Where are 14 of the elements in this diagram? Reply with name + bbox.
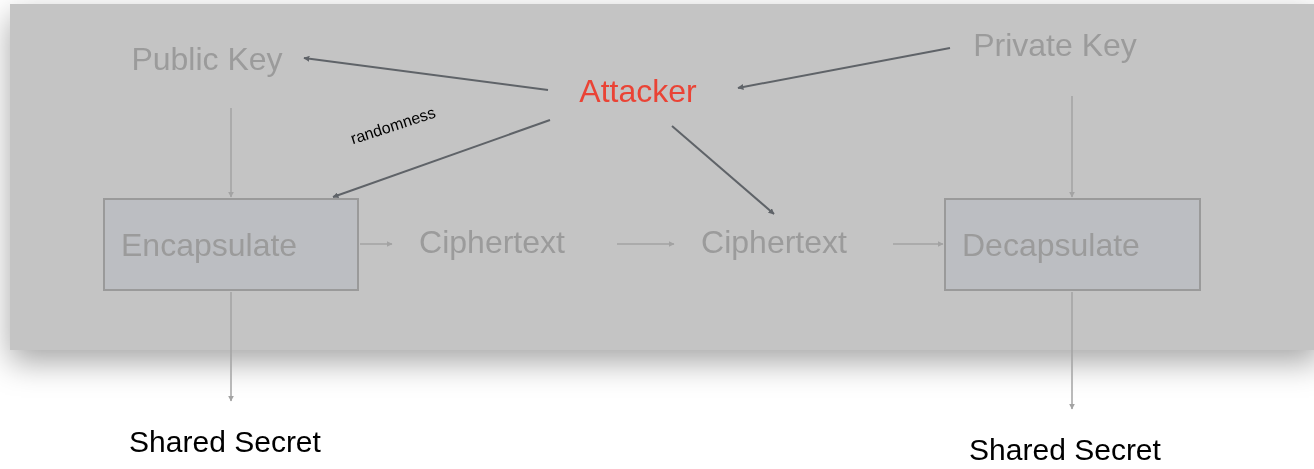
- output-label: Shared Secret: [100, 402, 350, 464]
- arrow: [1069, 291, 1075, 410]
- arrow: [737, 47, 951, 90]
- arrow: [616, 241, 675, 247]
- attacker-label: Attacker: [558, 68, 718, 114]
- arrow: [892, 241, 944, 247]
- arrow: [228, 107, 234, 198]
- arrow: [359, 241, 393, 247]
- arrow: [228, 291, 234, 402]
- output-label: Shared Secret: [940, 410, 1190, 469]
- arrow: [332, 119, 551, 198]
- arrow: [303, 55, 549, 91]
- arrow: [1069, 95, 1075, 198]
- arrow: [671, 125, 775, 215]
